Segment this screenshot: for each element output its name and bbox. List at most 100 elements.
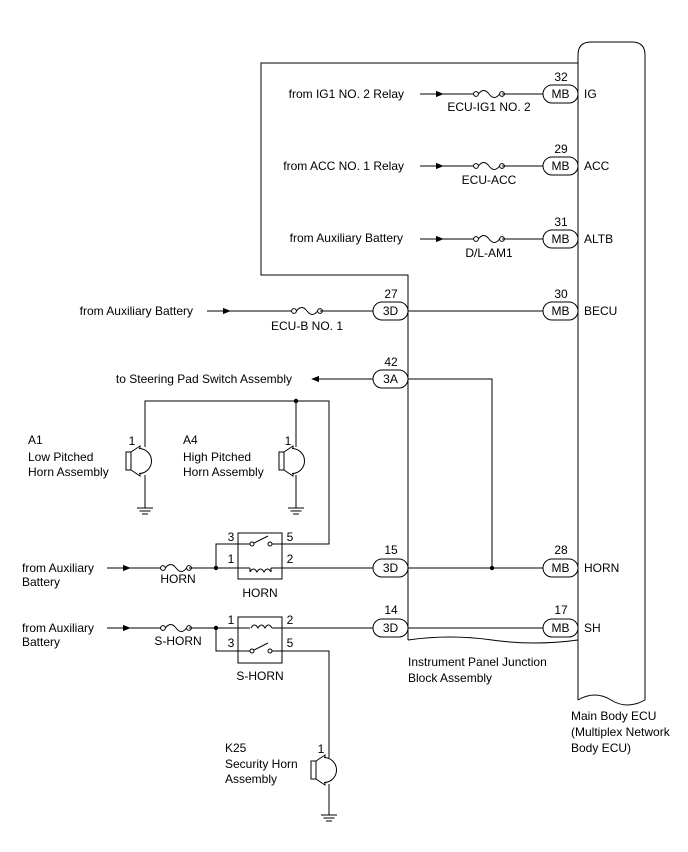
horn-a4-speaker-icon <box>278 445 305 477</box>
pin-number: 28 <box>554 543 568 557</box>
horn-a1-pin: 1 <box>129 434 136 448</box>
connector-3d-pin-27: 27 3D <box>372 287 409 321</box>
ecu-terminal-sh: SH <box>584 621 601 635</box>
horn-k25-line-1: Security Horn <box>225 757 298 771</box>
connector-3d-pin-15: 15 3D <box>372 543 409 578</box>
s-horn-relay-pin-2: 2 <box>287 613 294 627</box>
ig-circuit: from IG1 NO. 2 Relay ECU-IG1 NO. 2 32 MB… <box>289 70 597 114</box>
fuse-horn-label: HORN <box>160 572 195 586</box>
fuse-s-horn-label: S-HORN <box>154 634 201 648</box>
destination-steering-pad-switch: to Steering Pad Switch Assembly <box>116 372 292 386</box>
horn-code-a4: A4 <box>183 433 198 447</box>
junction-block-assembly: Instrument Panel Junction Block Assembly <box>260 62 579 685</box>
fuse-ecu-ig1-no2-label: ECU-IG1 NO. 2 <box>447 100 531 114</box>
ecu-label-line-2: (Multiplex Network <box>571 725 671 739</box>
pin-number: 30 <box>554 287 568 301</box>
horn-a1-line-1: Low Pitched <box>28 450 93 464</box>
pin-number: 32 <box>554 70 568 84</box>
acc-circuit: from ACC NO. 1 Relay ECU-ACC 29 MB ACC <box>283 142 609 187</box>
s-horn-relay: 1 3 2 5 S-HORN <box>228 613 294 683</box>
ground-icon <box>136 507 154 515</box>
pin-number: 31 <box>554 215 568 229</box>
connector-3a-pin-42: 42 3A <box>372 355 409 389</box>
horn-a4-line-2: Horn Assembly <box>183 465 264 479</box>
connector-code: MB <box>552 232 570 246</box>
source-shorn-line-2: Battery <box>22 635 60 649</box>
pin-number: 17 <box>554 603 568 617</box>
horn-relay-pin-1: 1 <box>228 552 235 566</box>
fuse-horn-icon <box>160 564 192 572</box>
connector-code: 3D <box>383 561 399 575</box>
horn-wiring <box>144 398 330 545</box>
horn-k25-line-2: Assembly <box>225 772 277 786</box>
horn-relay: 3 1 5 2 HORN <box>228 530 294 600</box>
altb-circuit: from Auxiliary Battery D/L-AM1 31 MB ALT… <box>290 215 614 260</box>
connector-mb-pin-28: 28 MB <box>542 543 579 578</box>
connector-3d-pin-14: 14 3D <box>372 603 409 638</box>
ecu-label-line-3: Body ECU) <box>571 741 631 755</box>
connector-mb-pin-32: 32 MB <box>542 70 579 104</box>
source-shorn-line-1: from Auxiliary <box>22 621 94 635</box>
source-horn-line-1: from Auxiliary <box>22 561 94 575</box>
horn-code-k25: K25 <box>225 741 247 755</box>
horn-relay-name: HORN <box>242 586 277 600</box>
source-ig1-relay: from IG1 NO. 2 Relay <box>289 87 404 101</box>
fuse-ecu-ig1-no2-icon <box>473 90 505 98</box>
horn-k25-pin: 1 <box>318 742 325 756</box>
connector-code: MB <box>552 87 570 101</box>
horn-relay-pin-3: 3 <box>228 530 235 544</box>
pin-number: 15 <box>384 543 398 557</box>
connector-code: 3D <box>383 304 399 318</box>
fuse-dl-am1-label: D/L-AM1 <box>465 246 513 260</box>
connector-code: MB <box>552 621 570 635</box>
source-horn-line-2: Battery <box>22 575 60 589</box>
connector-code: MB <box>552 159 570 173</box>
steering-pad-circuit: to Steering Pad Switch Assembly 42 3A <box>116 355 493 568</box>
connector-mb-pin-17: 17 MB <box>542 603 579 638</box>
horn-relay-pin-5: 5 <box>287 530 294 544</box>
source-auxiliary-battery-altb: from Auxiliary Battery <box>290 231 403 245</box>
s-horn-relay-pin-3: 3 <box>228 636 235 650</box>
becu-circuit: from Auxiliary Battery ECU-B NO. 1 27 3D… <box>80 287 618 333</box>
s-horn-relay-pin-1: 1 <box>228 613 235 627</box>
fuse-ecu-acc-icon <box>473 162 505 170</box>
main-body-ecu: Main Body ECU (Multiplex Network Body EC… <box>571 41 671 755</box>
connector-mb-pin-29: 29 MB <box>542 142 579 176</box>
connector-code: 3D <box>383 621 399 635</box>
ground-icon <box>320 814 338 822</box>
pin-number: 29 <box>554 142 568 156</box>
horn-a4-pin: 1 <box>285 434 292 448</box>
junction-block-label-line-1: Instrument Panel Junction <box>408 655 547 669</box>
horn-relay-circuit: from Auxiliary Battery HORN 3 1 5 2 HORN <box>22 530 619 600</box>
ecu-terminal-altb: ALTB <box>584 232 613 246</box>
ecu-label-line-1: Main Body ECU <box>571 709 656 723</box>
connector-mb-pin-30: 30 MB <box>542 287 579 321</box>
s-horn-relay-pin-5: 5 <box>287 636 294 650</box>
ecu-terminal-acc: ACC <box>584 159 610 173</box>
s-horn-relay-name: S-HORN <box>236 669 283 683</box>
ecu-terminal-becu: BECU <box>584 304 617 318</box>
connector-code: MB <box>552 561 570 575</box>
horn-a1-line-2: Horn Assembly <box>28 465 109 479</box>
fuse-ecu-b-no1-icon <box>291 307 323 315</box>
fuse-dl-am1-icon <box>473 235 505 243</box>
source-acc-relay: from ACC NO. 1 Relay <box>283 159 404 173</box>
fuse-s-horn-icon <box>160 624 192 632</box>
security-horn-assembly: K25 Security Horn Assembly 1 <box>225 741 338 822</box>
horn-code-a1: A1 <box>28 433 43 447</box>
fuse-ecu-acc-label: ECU-ACC <box>462 173 517 187</box>
low-pitched-horn-assembly: A1 Low Pitched Horn Assembly 1 <box>28 433 154 515</box>
horn-a4-line-1: High Pitched <box>183 450 251 464</box>
pin-number: 27 <box>384 287 398 301</box>
security-horn-relay-circuit: from Auxiliary Battery S-HORN 1 3 2 5 S-… <box>22 603 601 758</box>
connector-mb-pin-31: 31 MB <box>542 215 579 249</box>
connector-code: 3A <box>383 372 398 386</box>
horn-a1-speaker-icon <box>125 445 152 477</box>
ecu-terminal-ig: IG <box>584 87 597 101</box>
horn-k25-speaker-icon <box>310 754 337 786</box>
ground-icon <box>287 507 305 515</box>
high-pitched-horn-assembly: A4 High Pitched Horn Assembly 1 <box>183 433 305 515</box>
pin-number: 14 <box>384 603 398 617</box>
horn-relay-pin-2: 2 <box>287 552 294 566</box>
